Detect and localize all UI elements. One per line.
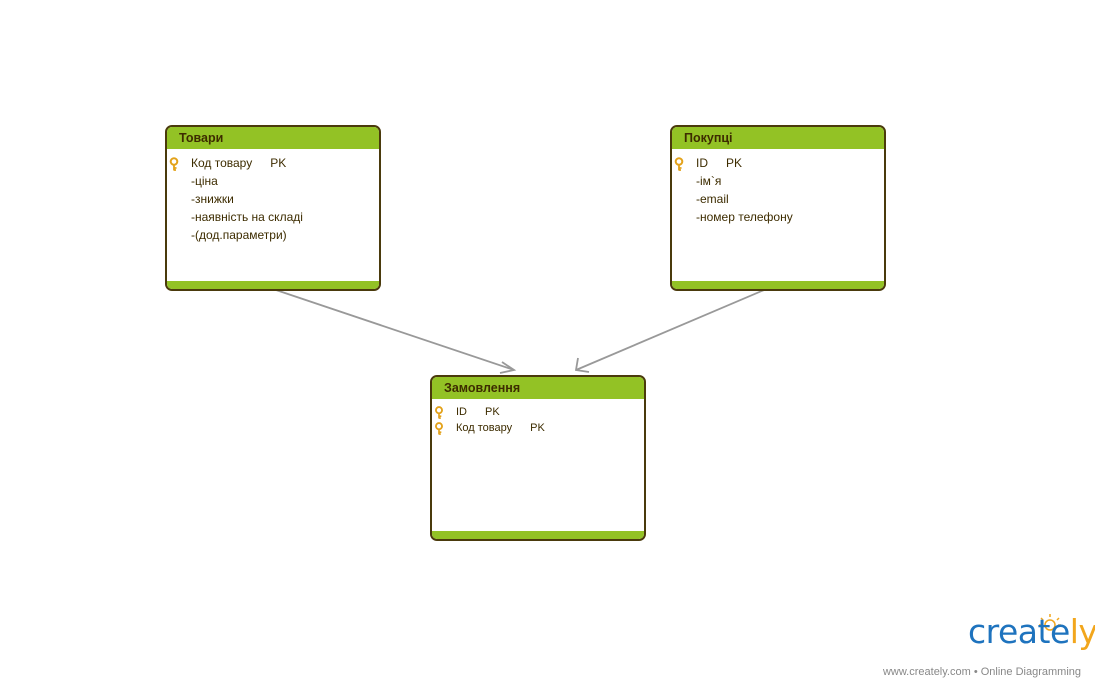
entity-zamovlennia-title: Замовлення <box>432 377 644 399</box>
logo-main-text: create <box>968 612 1070 651</box>
primary-key-label: PK <box>270 156 287 170</box>
attribute-name: -(дод.параметри) <box>191 228 287 242</box>
key-icon <box>674 157 684 171</box>
attribute-row: Код товару PK <box>432 420 644 436</box>
attribute-name: -номер телефону <box>696 210 793 224</box>
key-icon <box>169 157 179 171</box>
attribute-row: -наявність на складі <box>167 208 379 226</box>
entity-tovary[interactable]: Товари Код товару PK -ціна -знижки -наявн… <box>165 125 381 291</box>
entity-pokuptsi-footer <box>672 281 884 289</box>
attribute-name: -знижки <box>191 192 234 206</box>
attribute-row: -знижки <box>167 190 379 208</box>
entity-pokuptsi-attributes: ID PK -ім`я -email -номер телефону <box>672 149 884 226</box>
attribute-name: -ціна <box>191 174 218 188</box>
attribute-name: -ім`я <box>696 174 722 188</box>
connector-tovary-zamovlennia[interactable] <box>275 289 515 371</box>
attribute-row: -ціна <box>167 172 379 190</box>
key-icon <box>435 422 443 435</box>
entity-pokuptsi[interactable]: Покупці ID PK -ім`я -email -номер телефон… <box>670 125 886 291</box>
attribute-name: ID <box>456 406 467 418</box>
logo-accent-text: ly <box>1069 612 1095 651</box>
attribute-name: ID <box>696 156 708 170</box>
lightbulb-icon <box>1039 614 1061 631</box>
entity-zamovlennia-footer <box>432 531 644 539</box>
entity-zamovlennia-attributes: ID PK Код товару PK <box>432 399 644 436</box>
entity-tovary-title: Товари <box>167 127 379 149</box>
key-icon <box>435 406 443 419</box>
connector-arrowhead-pokuptsi <box>574 357 590 373</box>
attribute-row: -email <box>672 190 884 208</box>
entity-zamovlennia[interactable]: Замовлення ID PK Код товару PK <box>430 375 646 541</box>
footer-credit: www.creately.com • Online Diagramming <box>882 666 1081 678</box>
attribute-name: Код товару <box>456 422 513 434</box>
attribute-name: -email <box>696 192 729 206</box>
entity-pokuptsi-title: Покупці <box>672 127 884 149</box>
attribute-row: -номер телефону <box>672 208 884 226</box>
primary-key-label: PK <box>726 156 743 170</box>
connector-pokuptsi-zamovlennia[interactable] <box>575 289 765 371</box>
attribute-row: ID PK <box>432 404 644 420</box>
entity-tovary-attributes: Код товару PK -ціна -знижки -наявність на… <box>167 149 379 244</box>
creately-logo[interactable]: creately <box>968 612 1095 651</box>
primary-key-label: PK <box>530 422 545 434</box>
attribute-row: -(дод.параметри) <box>167 226 379 244</box>
connector-arrowhead-tovary <box>499 361 517 374</box>
entity-tovary-footer <box>167 281 379 289</box>
attribute-name: Код товару <box>191 156 253 170</box>
attribute-row: ID PK <box>672 154 884 172</box>
primary-key-label: PK <box>485 406 500 418</box>
attribute-row: -ім`я <box>672 172 884 190</box>
attribute-name: -наявність на складі <box>191 210 303 224</box>
attribute-row: Код товару PK <box>167 154 379 172</box>
